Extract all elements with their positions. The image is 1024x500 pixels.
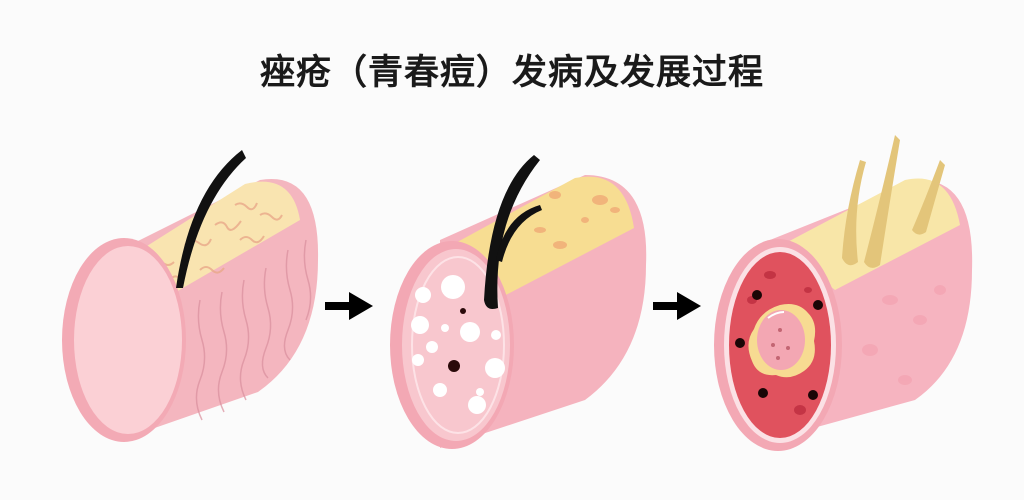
arrow-right-icon <box>653 292 701 320</box>
page-title: 痤疮（青春痘）发病及发展过程 <box>259 52 764 93</box>
arrow-right-icon <box>325 292 373 320</box>
